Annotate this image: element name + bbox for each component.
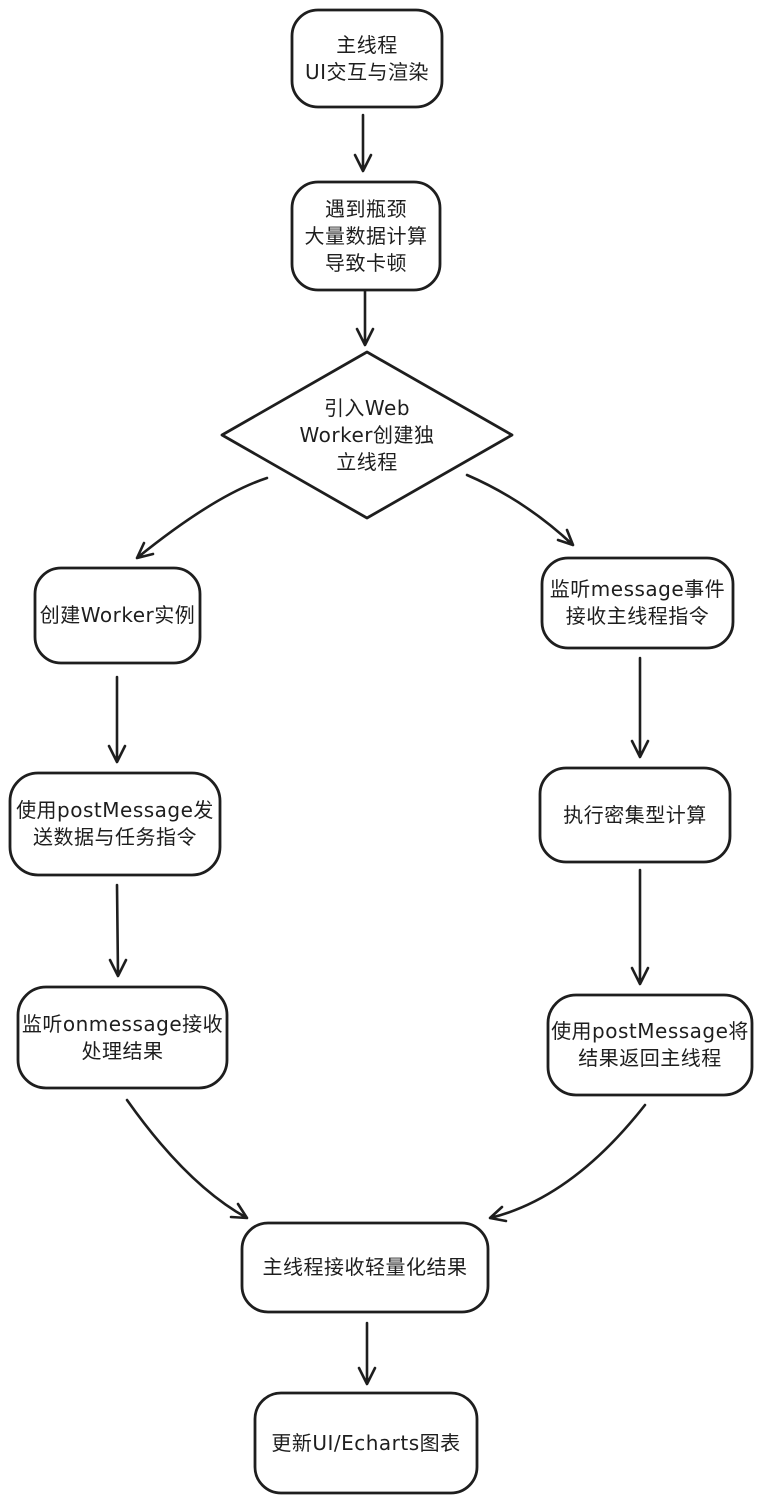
node-main-thread-label: 主线程 UI交互与渲染 — [304, 32, 430, 84]
node-receive-result-shape — [240, 1221, 490, 1314]
node-listen-message-label: 监听message事件 接收主线程指令 — [549, 577, 726, 628]
node-listen-onmessage-shape — [16, 985, 229, 1090]
node-listen-onmessage-label: 监听onmessage接收 处理结果 — [21, 1011, 224, 1063]
node-post-message-return-label: 使用postMessage将 结果返回主线程 — [551, 1019, 749, 1070]
arrow-postreturn-to-receive — [488, 1103, 647, 1223]
node-decision-label: 引入Web Worker创建独 立线程 — [299, 395, 435, 474]
node-bottleneck-shape — [290, 180, 442, 292]
node-decision-shape — [220, 350, 514, 520]
node-bottleneck-label: 遇到瓶颈 大量数据计算 导致卡顿 — [304, 196, 428, 275]
node-main-thread-shape — [290, 8, 444, 109]
arrow-postsend-to-onmessage — [108, 883, 128, 978]
node-post-message-return-shape — [546, 993, 754, 1097]
arrow-create-to-postsend — [107, 675, 127, 764]
node-listen-message-shape — [540, 556, 735, 650]
arrow-decision-to-listen-message — [465, 473, 575, 547]
node-create-worker-shape — [33, 566, 202, 665]
arrow-bottleneck-to-decision — [355, 285, 375, 347]
node-update-ui-label: 更新UI/Echarts图表 — [271, 1430, 461, 1455]
node-compute-label: 执行密集型计算 — [563, 802, 707, 827]
arrow-onmessage-to-receive — [125, 1098, 249, 1220]
arrow-listenmsg-to-compute — [630, 656, 650, 759]
arrow-main-to-bottleneck — [353, 113, 373, 173]
node-post-message-send-label: 使用postMessage发 送数据与任务指令 — [16, 798, 214, 849]
node-update-ui-shape — [253, 1391, 479, 1495]
arrow-receive-to-update — [357, 1321, 377, 1386]
node-receive-result-label: 主线程接收轻量化结果 — [262, 1255, 468, 1279]
arrow-compute-to-postreturn — [630, 868, 650, 986]
arrow-decision-to-create-worker — [135, 476, 269, 560]
node-post-message-send-shape — [8, 771, 222, 877]
node-create-worker-label: 创建Worker实例 — [39, 603, 196, 627]
node-compute-shape — [538, 766, 732, 864]
